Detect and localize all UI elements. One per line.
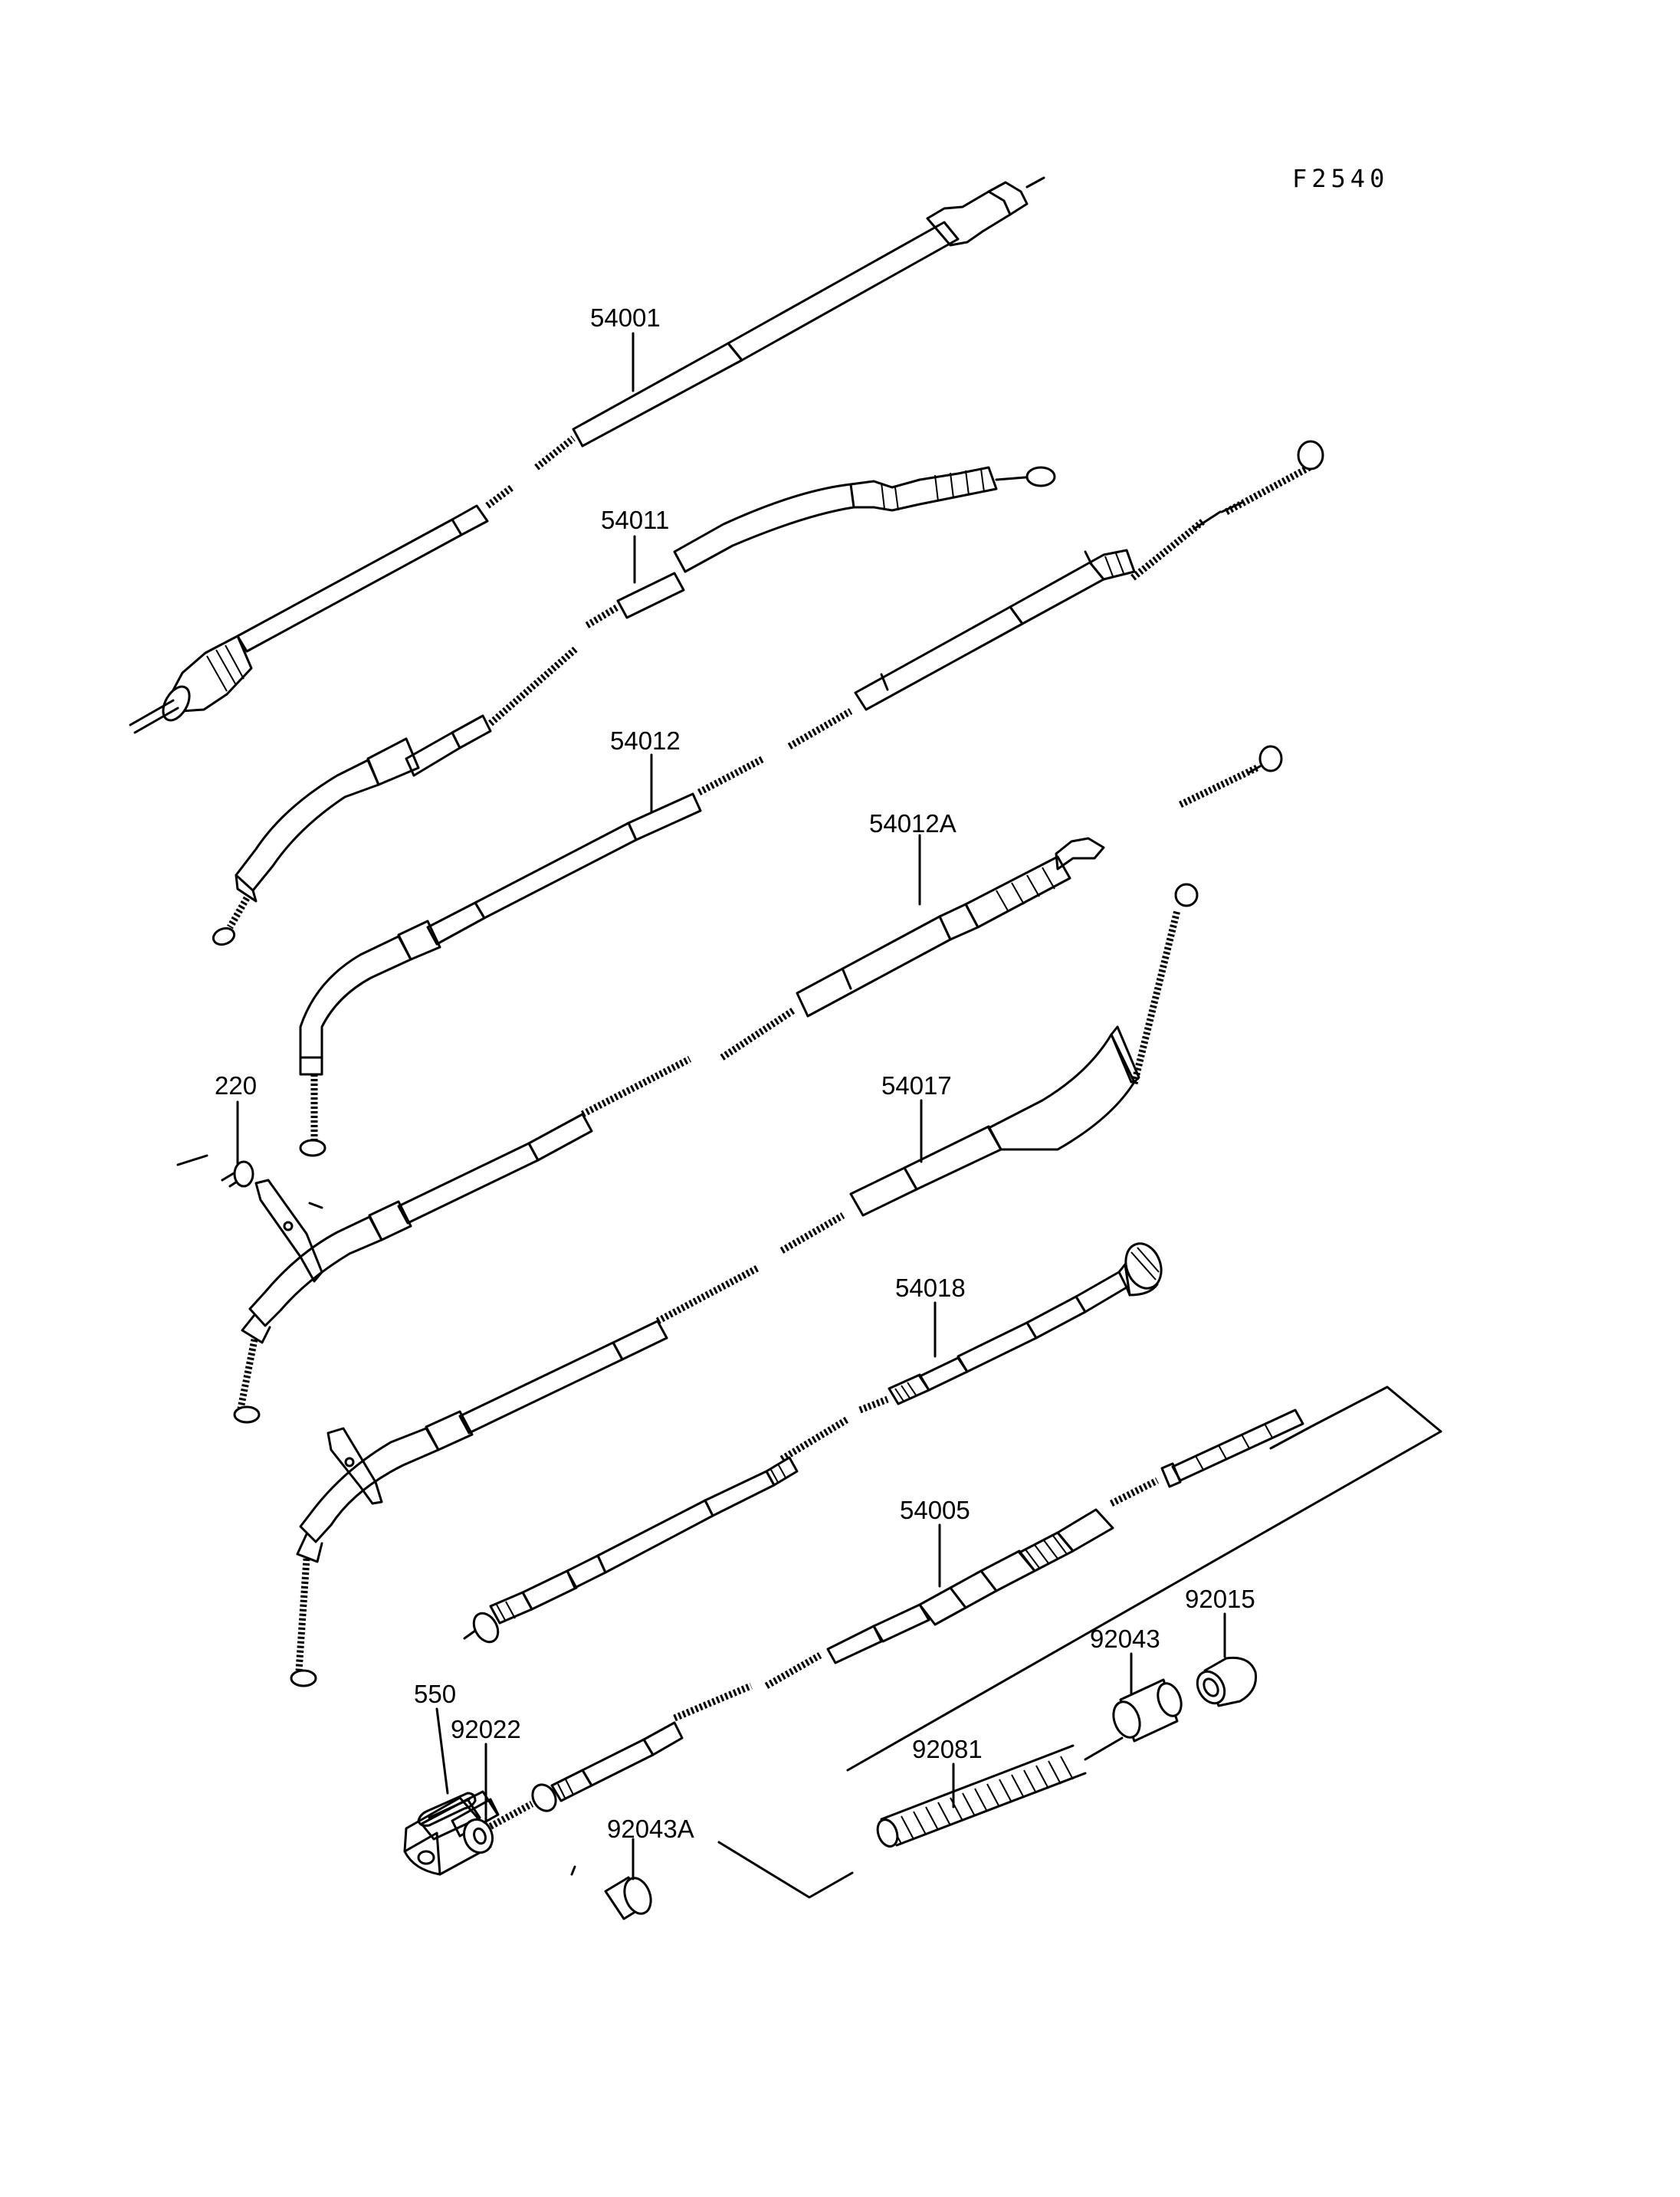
cable-54012 <box>299 756 766 1157</box>
label-54017: 54017 <box>881 1071 952 1100</box>
cap-92015 <box>1196 1656 1258 1707</box>
label-92081: 92081 <box>912 1735 983 1763</box>
cable-54001 <box>129 176 1045 734</box>
label-54011: 54011 <box>601 506 669 534</box>
cotter-pin-550 <box>417 1792 477 1827</box>
label-92043A: 92043A <box>607 1815 694 1843</box>
clevis-pin-92043A <box>570 1865 652 1920</box>
cable-54005 <box>403 1385 1442 1899</box>
label-54018: 54018 <box>895 1274 966 1302</box>
cable-54017 <box>290 883 1199 1687</box>
spring-92081 <box>876 1736 1124 1848</box>
pin-92043 <box>1112 1678 1183 1743</box>
label-54005: 54005 <box>900 1496 970 1524</box>
washer-92022 <box>462 1818 494 1854</box>
leader-550 <box>435 1707 449 1795</box>
label-92043: 92043 <box>1090 1625 1160 1653</box>
cable-54012A <box>233 745 1283 1424</box>
figure-code: F2540 <box>1292 164 1389 193</box>
label-54012: 54012 <box>610 726 681 755</box>
label-92022: 92022 <box>451 1715 521 1743</box>
cable-54018 <box>463 1242 1163 1644</box>
bolt-220 <box>176 1154 323 1209</box>
label-550: 550 <box>414 1680 456 1708</box>
label-92015: 92015 <box>1185 1585 1255 1613</box>
label-54001: 54001 <box>590 303 661 332</box>
label-54012A: 54012A <box>869 809 956 838</box>
cable-54011 <box>212 440 1324 946</box>
label-220: 220 <box>215 1071 257 1100</box>
